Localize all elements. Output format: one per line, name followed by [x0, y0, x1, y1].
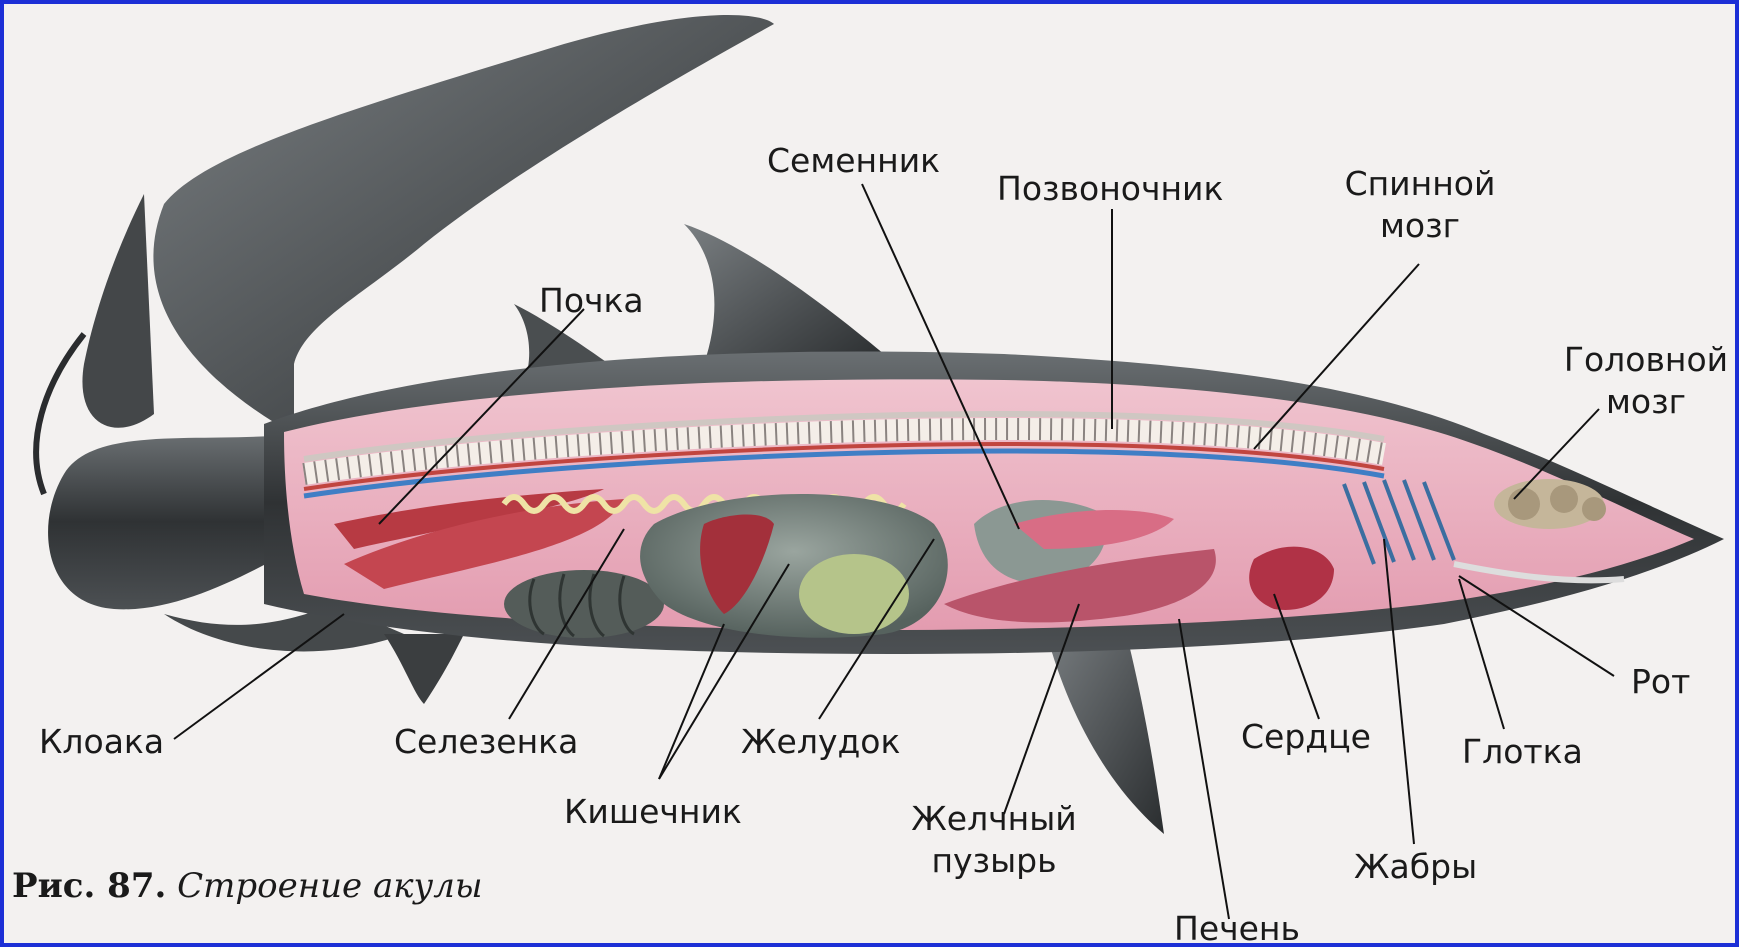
- label-cloaca: Клоака: [39, 722, 164, 762]
- brain-lobe-1: [1508, 488, 1540, 520]
- stomach: [640, 494, 948, 638]
- rectal-gland: [799, 554, 909, 634]
- label-brain-line2: мозг: [1556, 382, 1736, 422]
- label-spinal-cord-line2: мозг: [1340, 206, 1500, 246]
- label-spinal-cord-line1: Спинной: [1340, 164, 1500, 204]
- label-heart: Сердце: [1241, 717, 1371, 757]
- brain-lobe-3: [1582, 497, 1606, 521]
- label-intestine: Кишечник: [564, 792, 742, 832]
- label-gills: Жабры: [1354, 847, 1477, 887]
- label-kidney: Почка: [539, 281, 644, 321]
- label-pharynx: Глотка: [1462, 732, 1583, 772]
- label-gall-bladder-line2: пузырь: [894, 841, 1094, 881]
- dorsal-fin: [684, 224, 884, 364]
- anal-fin: [384, 634, 464, 704]
- label-vertebral-column: Позвоночник: [997, 169, 1223, 209]
- figure-caption: Рис. 87. Строение акулы: [12, 866, 483, 906]
- figure-caption-number: Рис. 87.: [12, 866, 166, 906]
- label-mouth: Рот: [1631, 662, 1690, 702]
- brain-lobe-2: [1550, 485, 1578, 513]
- label-brain-line1: Головной: [1556, 340, 1736, 380]
- label-spleen: Селезенка: [394, 722, 578, 762]
- label-gall-bladder-line1: Желчный: [894, 799, 1094, 839]
- label-testis: Семенник: [767, 141, 940, 181]
- figure-caption-title: Строение акулы: [177, 866, 482, 906]
- label-gall-bladder: Желчный пузырь: [894, 799, 1094, 880]
- label-stomach: Желудок: [741, 722, 900, 762]
- spiral-intestine: [504, 570, 664, 638]
- label-liver: Печень: [1174, 909, 1300, 947]
- label-spinal-cord: Спинной мозг: [1340, 164, 1500, 245]
- label-brain: Головной мозг: [1556, 340, 1736, 421]
